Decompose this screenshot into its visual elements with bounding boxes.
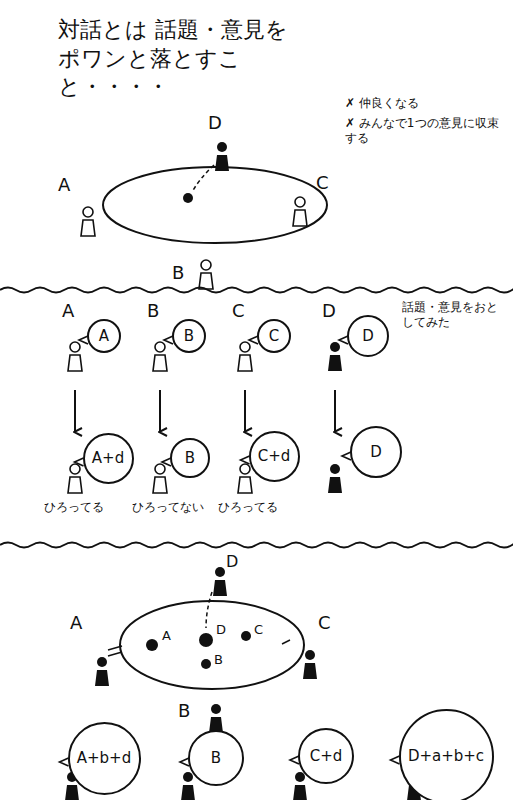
note: ✗ 仲良くなる — [345, 96, 505, 111]
bubble-text: B — [184, 327, 194, 345]
speech-bubble: C — [257, 319, 291, 353]
bubble-text: D — [362, 327, 374, 345]
person-b — [199, 260, 213, 289]
bubble-text: C+d — [310, 747, 343, 765]
speech-bubble: B — [172, 319, 206, 353]
label: D — [226, 552, 238, 572]
label: B — [178, 700, 190, 723]
speech-bubble: C+d — [249, 431, 300, 482]
label: A — [162, 628, 171, 644]
bubble-text: A — [99, 327, 109, 345]
speech-bubble: C+d — [298, 728, 354, 784]
bubble-text: B — [211, 749, 221, 767]
speech-bubble: D — [350, 426, 402, 478]
speech-bubble: D — [347, 315, 389, 357]
label: B — [214, 652, 223, 668]
bubble-text: D+a+b+c — [408, 747, 484, 765]
bubble-text: B — [185, 449, 195, 467]
person-d — [215, 142, 229, 171]
person-c — [293, 197, 307, 226]
speech-bubble: D+a+b+c — [399, 709, 494, 800]
bubble-text: C+d — [258, 447, 291, 465]
label: D — [208, 112, 222, 135]
bubble-text: A+b+d — [77, 749, 131, 767]
label: B — [147, 300, 159, 323]
label: ひろってる — [44, 500, 104, 515]
note: ✗ みんなで1つの意見に収束する — [345, 116, 505, 146]
person-a — [81, 207, 95, 236]
speech-bubble: A — [87, 319, 121, 353]
note: 話題・意見をおとしてみた — [402, 300, 502, 330]
bubble-text: C — [269, 327, 279, 345]
bubble-text: A+d — [92, 449, 124, 467]
topic-ball — [183, 193, 193, 203]
label: A — [62, 300, 74, 323]
label: ひろってる — [218, 500, 278, 515]
label: A — [70, 612, 82, 635]
label: A — [58, 174, 70, 197]
label: B — [172, 262, 184, 285]
speech-bubble: A+d — [83, 433, 134, 484]
title: 対話とは 話題・意見を ポワンと落とすこと・・・・ — [58, 16, 308, 102]
label: C — [316, 172, 329, 195]
bubble-text: D — [370, 443, 382, 461]
label: D — [216, 622, 226, 638]
label: ひろってない — [132, 500, 204, 515]
speech-bubble: B — [170, 438, 210, 478]
circle-of-dialogue — [103, 167, 327, 243]
label: C — [232, 300, 245, 323]
label: C — [254, 622, 263, 638]
speech-bubble: B — [188, 730, 244, 786]
speech-bubble: A+b+d — [68, 722, 141, 795]
label: C — [318, 612, 331, 635]
label: D — [322, 300, 336, 323]
